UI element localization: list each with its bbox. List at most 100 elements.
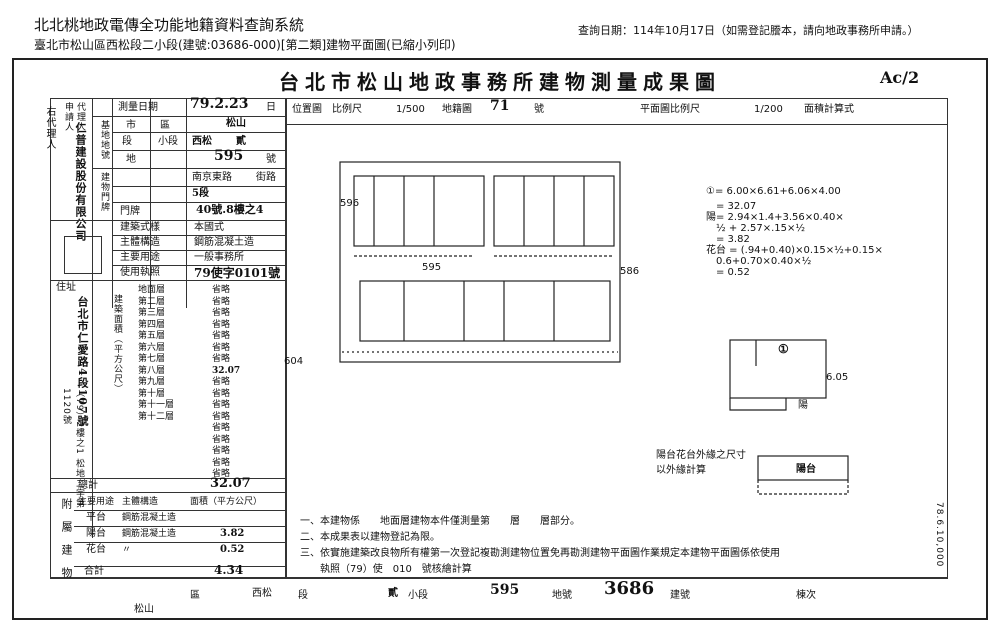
- site-plan-drawing: [339, 161, 621, 363]
- footer-building-label: 建號: [670, 590, 690, 601]
- calc-line: = 0.52: [706, 267, 750, 278]
- structure-label: 主要用途: [120, 252, 160, 263]
- annex-struct-header: 主體構造: [122, 497, 159, 507]
- footer-district: 松山: [134, 604, 154, 615]
- floor-value: 省略: [212, 434, 231, 445]
- area-calc-label: 面積計算式: [804, 104, 854, 115]
- floor-name: 第四層: [138, 319, 166, 330]
- survey-date: 79.2.23: [190, 96, 249, 112]
- annex-area: 0.52: [220, 544, 245, 555]
- label-596: 596: [340, 198, 360, 209]
- location-label: 住址: [56, 282, 76, 293]
- footer-subsection: 貳: [388, 588, 398, 599]
- applicant-seal: [64, 236, 102, 274]
- calc-line: = 3.82: [706, 234, 750, 245]
- note-line: 執照（79）使 010 號核繪計算: [300, 564, 472, 575]
- floor-name: 地面層: [138, 285, 166, 295]
- total-label: 總計: [78, 480, 98, 491]
- land-no-label: 地: [126, 154, 136, 165]
- row-divider: [112, 250, 286, 251]
- footer-section: 西松: [252, 588, 272, 599]
- land-subsection: 貳: [236, 136, 246, 147]
- location-address: 台北市仁愛路4段107號: [76, 296, 89, 427]
- land-district-label: 區: [160, 120, 170, 131]
- floor-value: 省略: [212, 411, 231, 422]
- calc-line: 陽= 2.94×1.4+3.56×0.40×: [706, 212, 844, 223]
- query-date: 查詢日期：114年10月17日（如需登記謄本，請向地政事務所申請。）: [578, 24, 919, 37]
- floor-value: 省略: [212, 469, 231, 479]
- address-group-label: 建物門牌: [99, 172, 109, 212]
- structure-label: 使用執照: [120, 267, 160, 278]
- street-suffix: 街路: [256, 172, 276, 183]
- drawing-area: [286, 98, 948, 578]
- row-divider: [112, 265, 286, 266]
- land-no-suffix: 號: [266, 154, 276, 165]
- floor-name: 第二層: [138, 296, 166, 307]
- annex-label: 附屬建物: [60, 498, 73, 590]
- floor-name: 第五層: [138, 331, 166, 341]
- calc-line: 花台 = (.94+0.40)×0.15×½+0.15×: [706, 245, 883, 256]
- floor-scale-label: 平面圖比例尺: [640, 104, 700, 115]
- footer-sheet-label: 棟次: [796, 590, 816, 601]
- site-scale: 1/500: [396, 104, 425, 115]
- annex-struct: 鋼筋混凝土造: [122, 529, 177, 539]
- calc-line: 0.6+0.70×0.40×½: [706, 256, 812, 267]
- floor-header: 建築面積（平方公尺）: [112, 294, 122, 394]
- floor-value: 省略: [212, 377, 231, 387]
- annex-use: 陽台: [86, 528, 106, 539]
- side-stamp: 78.6.10,000: [934, 502, 944, 568]
- annex-use: 花台: [86, 544, 106, 555]
- land-no: 595: [214, 148, 244, 164]
- row-divider: [74, 526, 286, 527]
- applicant-label: 申請人: [63, 102, 73, 132]
- door-label: 門牌: [120, 206, 140, 217]
- row-divider: [74, 510, 286, 511]
- total-value: 32.07: [210, 476, 251, 491]
- survey-date-suffix: 日: [266, 102, 276, 113]
- floor-value: 省略: [212, 388, 231, 399]
- unit-plan-drawing: [729, 339, 827, 411]
- calc-line: ①= 6.00×6.61+6.06×4.00: [706, 186, 841, 197]
- structure-label: 主體構造: [120, 237, 160, 248]
- floor-value: 省略: [212, 342, 231, 353]
- floor-value: 省略: [212, 354, 231, 364]
- document-title: 台北市松山地政事務所建物測量成果圖: [279, 70, 721, 94]
- footer-district-label: 區: [190, 590, 200, 601]
- annex-use-header: 主要用途: [78, 497, 115, 507]
- row-divider: [74, 542, 286, 543]
- page-subtitle: 臺北市松山區西松段二小段(建號:03686-000)[第二類]建物平面圖(已縮小…: [34, 38, 456, 52]
- applicant-address: （79）2樓之1 松地二字第1120號: [61, 388, 84, 509]
- floor-value: 省略: [212, 457, 231, 468]
- cadastral-suffix: 號: [534, 104, 544, 115]
- land-subsection-label: 小段: [158, 136, 178, 147]
- footer-section-label: 段: [298, 590, 308, 601]
- structure-value: 鋼筋混凝土造: [194, 237, 254, 248]
- structure-value: 79使字0101號: [194, 266, 281, 280]
- floor-value: 省略: [212, 331, 231, 341]
- floor-name: 第十二層: [138, 411, 175, 422]
- agent-label: 代理人: [75, 102, 85, 132]
- note-line: 一、本建物係 地面層建物本件僅測量第 層 層部分。: [300, 516, 580, 527]
- floor-name: 第三層: [138, 308, 166, 318]
- structure-value: 本國式: [194, 222, 224, 233]
- label-604: 604: [284, 356, 304, 367]
- floor-value: 省略: [212, 423, 231, 433]
- floor-value: 省略: [212, 400, 231, 410]
- floor-value: 省略: [212, 296, 231, 307]
- unit-dimension: 6.05: [826, 372, 849, 383]
- balcony-label: 陽台: [796, 464, 816, 475]
- cadastral-no: 71: [490, 98, 510, 114]
- annex-area: 3.82: [220, 528, 245, 539]
- unit-room-label: ①: [778, 342, 789, 356]
- annex-struct: 〃: [122, 545, 132, 555]
- floor-name: 第七層: [138, 354, 166, 364]
- lane-value: 5段: [192, 188, 209, 199]
- annex-use: 平台: [86, 512, 106, 523]
- corner-mark: Ac/2: [880, 68, 920, 87]
- land-group-label: 基地地號: [99, 120, 109, 160]
- calc-line: ½ + 2.57×.15×½: [706, 223, 806, 234]
- footer-land-no: 595: [490, 582, 520, 598]
- note-line: 二、本成果表以建物登記為限。: [300, 532, 440, 543]
- structure-value: 一般事務所: [194, 252, 244, 263]
- annex-area-header: 面積（平方公尺）: [190, 497, 263, 507]
